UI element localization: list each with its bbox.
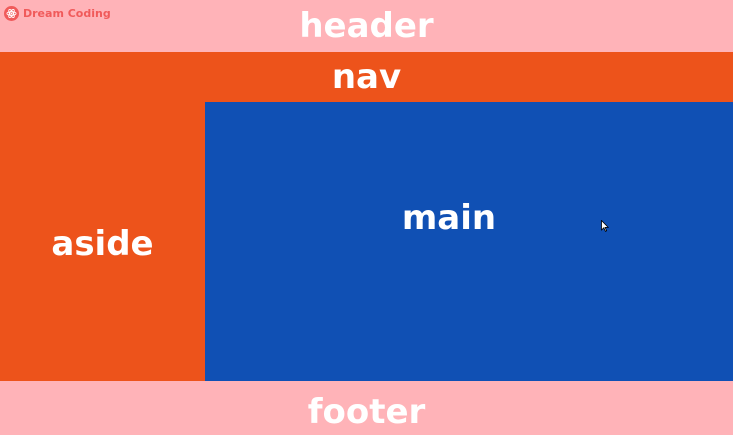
brand-name: Dream Coding bbox=[23, 7, 111, 20]
aside-section: aside bbox=[0, 102, 205, 381]
header-label: header bbox=[299, 6, 434, 46]
header-section: header bbox=[0, 0, 733, 52]
footer-label: footer bbox=[307, 392, 426, 432]
mouse-cursor-icon bbox=[601, 220, 609, 232]
brand-logo: Dream Coding bbox=[4, 6, 111, 21]
main-section: main bbox=[205, 102, 733, 381]
nav-label: nav bbox=[331, 57, 402, 97]
nav-section: nav bbox=[0, 52, 733, 102]
atom-logo-icon bbox=[4, 6, 19, 21]
main-label: main bbox=[401, 198, 497, 238]
aside-label: aside bbox=[51, 223, 154, 264]
footer-section: footer bbox=[0, 381, 733, 435]
